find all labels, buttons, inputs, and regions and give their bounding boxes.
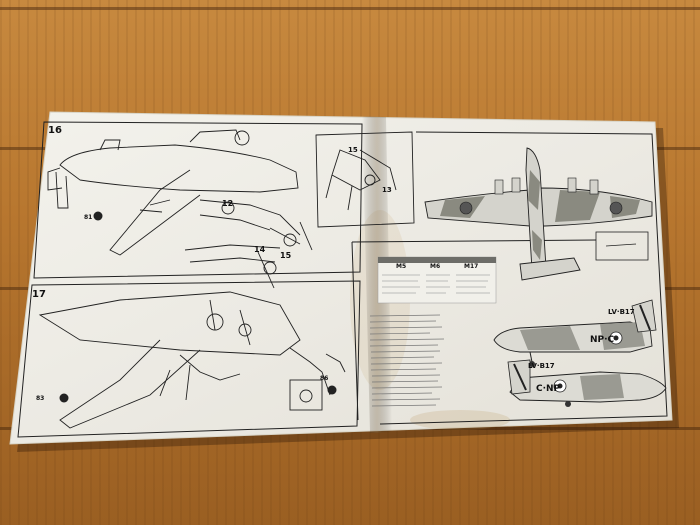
marking-bottom-fuselage: C·NP [536, 384, 561, 394]
paint-col-m6: M6 [430, 263, 440, 270]
part-12: 12 [222, 199, 233, 208]
step-17-panel [17, 280, 361, 438]
marking-top-fuselage: NP·C [590, 335, 615, 345]
step-16-aircraft-drawing [47, 129, 313, 289]
painting-guide-panel [351, 131, 668, 425]
inset-detail [315, 131, 415, 228]
step-16-panel [33, 121, 363, 279]
top-view-aircraft [424, 147, 653, 281]
step-17-label: 17 [32, 289, 46, 300]
callout-83: 83 [36, 395, 44, 402]
inset-part-13: 13 [382, 186, 392, 194]
marking-top-code: LV·B17 [608, 308, 635, 316]
step-17-aircraft-drawing [38, 291, 346, 429]
part-15: 15 [280, 251, 292, 260]
inset-part-15: 15 [348, 146, 358, 154]
side-view-aircraft-2 [507, 359, 667, 407]
paint-table: M5 M6 M17 [377, 256, 497, 304]
callout-81: 81 [84, 214, 92, 221]
paint-col-m17: M17 [464, 263, 478, 270]
paint-col-m5: M5 [396, 263, 406, 270]
marking-bottom-code: LV·B17 [528, 362, 555, 370]
side-view-aircraft-1 [493, 299, 657, 367]
callout-86: 86 [320, 375, 328, 382]
step-16-label: 16 [48, 125, 62, 136]
detail-box [595, 231, 649, 261]
part-14: 14 [254, 245, 266, 254]
instruction-text-block [369, 314, 445, 407]
